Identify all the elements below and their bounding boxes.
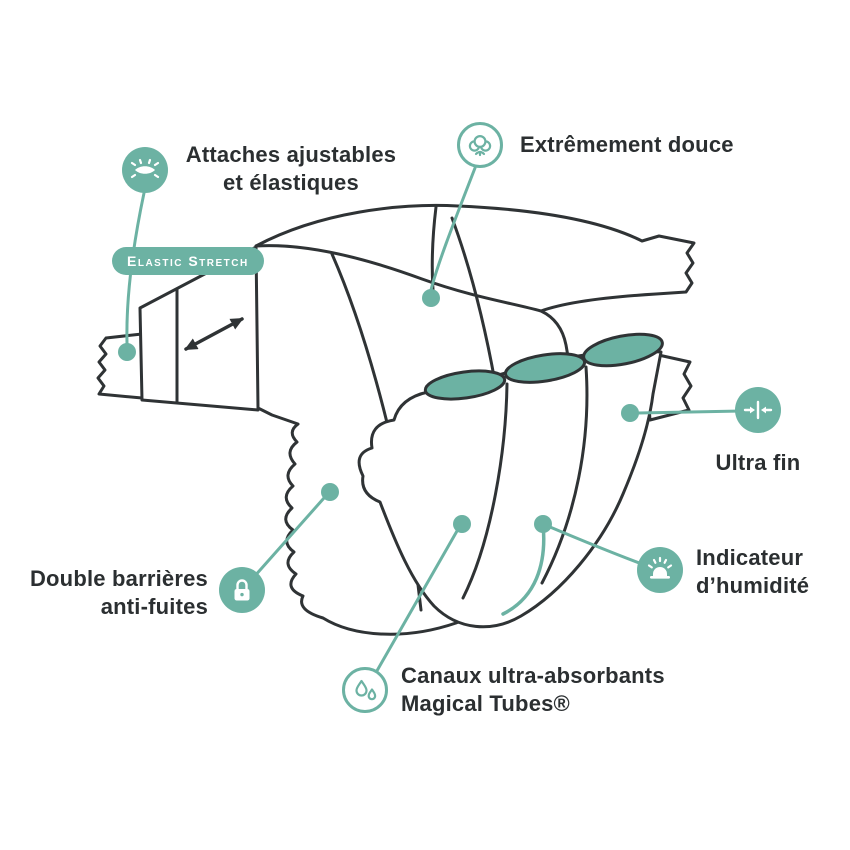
connector-thin (636, 409, 744, 415)
channel-seam-2 (540, 365, 589, 585)
label-extremely-soft: Extrêmement douce (520, 131, 734, 159)
connector-channels (372, 529, 459, 678)
wetness-indicator-icon (637, 547, 683, 593)
wetness-indicator-stripe (501, 522, 546, 616)
label-line: Canaux ultra-absorbants (401, 663, 665, 688)
label-ultra-thin: Ultra fin (697, 449, 819, 477)
elastic-stretch-icon (122, 147, 168, 193)
connector-soft (429, 166, 477, 292)
stretch-arrow (184, 317, 244, 351)
ultra-thin-icon (735, 387, 781, 433)
channel-seam-1 (461, 382, 509, 600)
connector-barriers (251, 496, 326, 580)
callout-dot-soft (422, 289, 440, 307)
water-drops-icon (342, 667, 388, 713)
label-line: Attaches ajustables (185, 142, 397, 167)
label-line: Indicateur (696, 545, 804, 570)
label-line: Double barrières (29, 566, 208, 591)
diaper-line-art (96, 203, 696, 636)
callout-dot-barriers (321, 483, 339, 501)
cotton-icon (457, 122, 503, 168)
diaper-left-tab (96, 332, 144, 400)
lock-icon (219, 567, 265, 613)
label-line: Ultra fin (715, 450, 801, 475)
label-line: anti-fuites (100, 594, 208, 619)
label-adjustable-straps: Attaches ajustables et élastiques (160, 141, 422, 197)
magical-tube-opening-1 (423, 369, 507, 401)
elastic-stretch-badge: Elastic Stretch (112, 247, 264, 275)
label-wetness-indicator: Indicateur d’humidité (696, 544, 809, 600)
callout-dot-wetness (534, 515, 552, 533)
magical-tube-opening-3 (582, 332, 664, 368)
label-line: Magical Tubes® (401, 691, 570, 716)
callout-dot-straps (118, 343, 136, 361)
label-absorbent-channels: Canaux ultra-absorbants Magical Tubes® (401, 662, 665, 718)
label-leak-barriers: Double barrières anti-fuites (12, 565, 208, 621)
label-line: Extrêmement douce (520, 132, 734, 157)
label-line: et élastiques (223, 170, 359, 195)
callout-dot-channels (453, 515, 471, 533)
callout-dots (118, 289, 639, 533)
label-line: d’humidité (696, 573, 810, 598)
callout-dot-thin (621, 404, 639, 422)
